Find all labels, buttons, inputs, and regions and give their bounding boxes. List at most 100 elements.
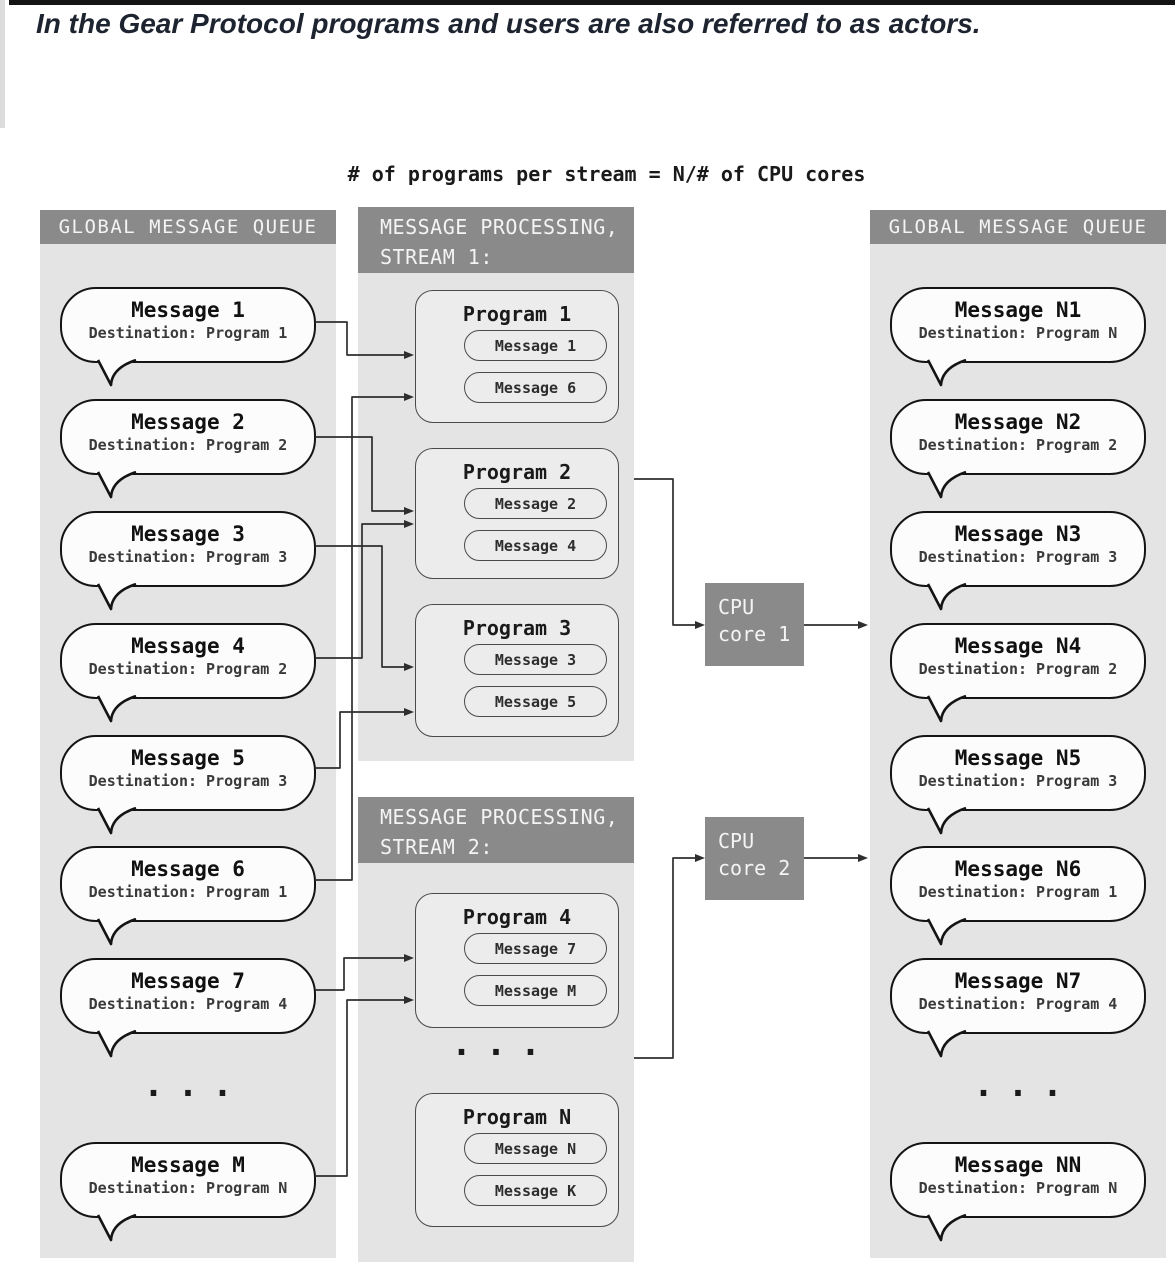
right-queue-bubble-6: Message N6 Destination: Program 1 bbox=[890, 846, 1146, 946]
program-message-pill: Message 1 bbox=[464, 330, 607, 361]
message-title: Message 5 bbox=[131, 746, 245, 770]
message-destination: Destination: Program 1 bbox=[88, 324, 288, 342]
program-1-box: Program 1 Message 1 Message 6 bbox=[415, 290, 619, 423]
message-destination: Destination: Program 3 bbox=[918, 772, 1118, 790]
right-queue-bubble-1: Message N1 Destination: Program N bbox=[890, 287, 1146, 387]
program-title: Program 4 bbox=[462, 905, 572, 929]
right-queue-bubble-5: Message N5 Destination: Program 3 bbox=[890, 735, 1146, 835]
blockquote-bar bbox=[0, 0, 5, 128]
bubble-tail bbox=[96, 359, 137, 387]
right-queue-ellipsis: ... bbox=[973, 1065, 1077, 1105]
message-destination: Destination: Program 2 bbox=[918, 436, 1118, 454]
program-message-pill: Message K bbox=[464, 1175, 607, 1206]
right-queue-bubble-8: Message NN Destination: Program N bbox=[890, 1142, 1146, 1242]
program-title: Program 2 bbox=[462, 460, 572, 484]
message-title: Message 4 bbox=[131, 634, 245, 658]
stream-2-header: MESSAGE PROCESSING, STREAM 2: bbox=[358, 797, 634, 863]
program-message-pill: Message 7 bbox=[464, 933, 607, 964]
left-queue-bubble-8: Message M Destination: Program N bbox=[60, 1142, 316, 1242]
message-title: Message M bbox=[131, 1153, 245, 1177]
message-title: Message N2 bbox=[954, 410, 1082, 434]
right-queue-header: GLOBAL MESSAGE QUEUE bbox=[870, 210, 1166, 244]
left-queue-bubble-3: Message 3 Destination: Program 3 bbox=[60, 511, 316, 611]
global-message-queue-right: GLOBAL MESSAGE QUEUE Message N1 Destinati… bbox=[870, 210, 1166, 1258]
message-destination: Destination: Program 3 bbox=[918, 548, 1118, 566]
stream-1-header: MESSAGE PROCESSING, STREAM 1: bbox=[358, 207, 634, 273]
bubble-tail bbox=[926, 1030, 967, 1058]
global-message-queue-left: GLOBAL MESSAGE QUEUE Message 1 Destinatio… bbox=[40, 210, 336, 1258]
bubble-tail bbox=[926, 918, 967, 946]
right-queue-bubble-3: Message N3 Destination: Program 3 bbox=[890, 511, 1146, 611]
program-message-pill: Message 6 bbox=[464, 372, 607, 403]
message-title: Message 3 bbox=[131, 522, 245, 546]
left-queue-header: GLOBAL MESSAGE QUEUE bbox=[40, 210, 336, 244]
message-destination: Destination: Program N bbox=[918, 1179, 1118, 1197]
message-destination: Destination: Program 4 bbox=[88, 995, 288, 1013]
message-destination: Destination: Program 2 bbox=[88, 660, 288, 678]
cpu-core-2-box: CPU core 2 bbox=[705, 817, 804, 900]
program-message-pill: Message M bbox=[464, 975, 607, 1006]
bubble-tail bbox=[96, 807, 137, 835]
left-queue-bubble-5: Message 5 Destination: Program 3 bbox=[60, 735, 316, 835]
right-queue-bubble-7: Message N7 Destination: Program 4 bbox=[890, 958, 1146, 1058]
message-destination: Destination: Program 2 bbox=[918, 660, 1118, 678]
connector-arrow bbox=[634, 854, 705, 1059]
message-destination: Destination: Program 3 bbox=[88, 772, 288, 790]
message-title: Message N7 bbox=[954, 969, 1082, 993]
message-title: Message NN bbox=[954, 1153, 1082, 1177]
program-4-box: Program 4 Message 7 Message M bbox=[415, 893, 619, 1028]
stream-2-column: MESSAGE PROCESSING, STREAM 2: Program 4 M… bbox=[358, 797, 634, 1262]
right-queue-bubble-4: Message N4 Destination: Program 2 bbox=[890, 623, 1146, 723]
message-destination: Destination: Program 1 bbox=[918, 883, 1118, 901]
message-destination: Destination: Program N bbox=[918, 324, 1118, 342]
bubble-tail bbox=[926, 359, 967, 387]
message-title: Message N3 bbox=[954, 522, 1082, 546]
bubble-tail bbox=[96, 471, 137, 499]
bubble-tail bbox=[96, 583, 137, 611]
bubble-tail bbox=[926, 807, 967, 835]
message-destination: Destination: Program 1 bbox=[88, 883, 288, 901]
top-rule bbox=[9, 0, 1175, 5]
bubble-tail bbox=[96, 695, 137, 723]
message-title: Message 1 bbox=[131, 298, 245, 322]
program-message-pill: Message 4 bbox=[464, 530, 607, 561]
message-title: Message N4 bbox=[954, 634, 1082, 658]
message-title: Message N6 bbox=[954, 857, 1082, 881]
message-title: Message 2 bbox=[131, 410, 245, 434]
bubble-tail bbox=[926, 695, 967, 723]
bubble-tail bbox=[926, 1214, 967, 1242]
bubble-tail bbox=[96, 1030, 137, 1058]
message-destination: Destination: Program 3 bbox=[88, 548, 288, 566]
message-title: Message N1 bbox=[954, 298, 1082, 322]
program-message-pill: Message 3 bbox=[464, 644, 607, 675]
stream-1-column: MESSAGE PROCESSING, STREAM 1: Program 1 M… bbox=[358, 207, 634, 761]
bubble-tail bbox=[926, 471, 967, 499]
message-destination: Destination: Program 4 bbox=[918, 995, 1118, 1013]
program-title: Program N bbox=[462, 1105, 572, 1129]
bubble-tail bbox=[96, 918, 137, 946]
program-title: Program 1 bbox=[462, 302, 572, 326]
bubble-tail bbox=[926, 583, 967, 611]
program-message-pill: Message N bbox=[464, 1133, 607, 1164]
program-title: Program 3 bbox=[462, 616, 572, 640]
message-title: Message N5 bbox=[954, 746, 1082, 770]
program-2-box: Program 2 Message 2 Message 4 bbox=[415, 448, 619, 579]
left-queue-bubble-2: Message 2 Destination: Program 2 bbox=[60, 399, 316, 499]
message-destination: Destination: Program 2 bbox=[88, 436, 288, 454]
connector-arrow bbox=[634, 478, 705, 629]
message-title: Message 7 bbox=[131, 969, 245, 993]
stream-ellipsis: ... bbox=[451, 1024, 555, 1064]
message-destination: Destination: Program N bbox=[88, 1179, 288, 1197]
left-queue-bubble-7: Message 7 Destination: Program 4 bbox=[60, 958, 316, 1058]
program-3-box: Program 3 Message 3 Message 5 bbox=[415, 604, 619, 737]
program-message-pill: Message 5 bbox=[464, 686, 607, 717]
program-message-pill: Message 2 bbox=[464, 488, 607, 519]
left-queue-bubble-4: Message 4 Destination: Program 2 bbox=[60, 623, 316, 723]
left-queue-bubble-1: Message 1 Destination: Program 1 bbox=[60, 287, 316, 387]
formula-caption: # of programs per stream = N/# of CPU co… bbox=[347, 162, 866, 186]
program-n-box: Program N Message N Message K bbox=[415, 1093, 619, 1227]
bubble-tail bbox=[96, 1214, 137, 1242]
cpu-core-1-box: CPU core 1 bbox=[705, 583, 804, 666]
